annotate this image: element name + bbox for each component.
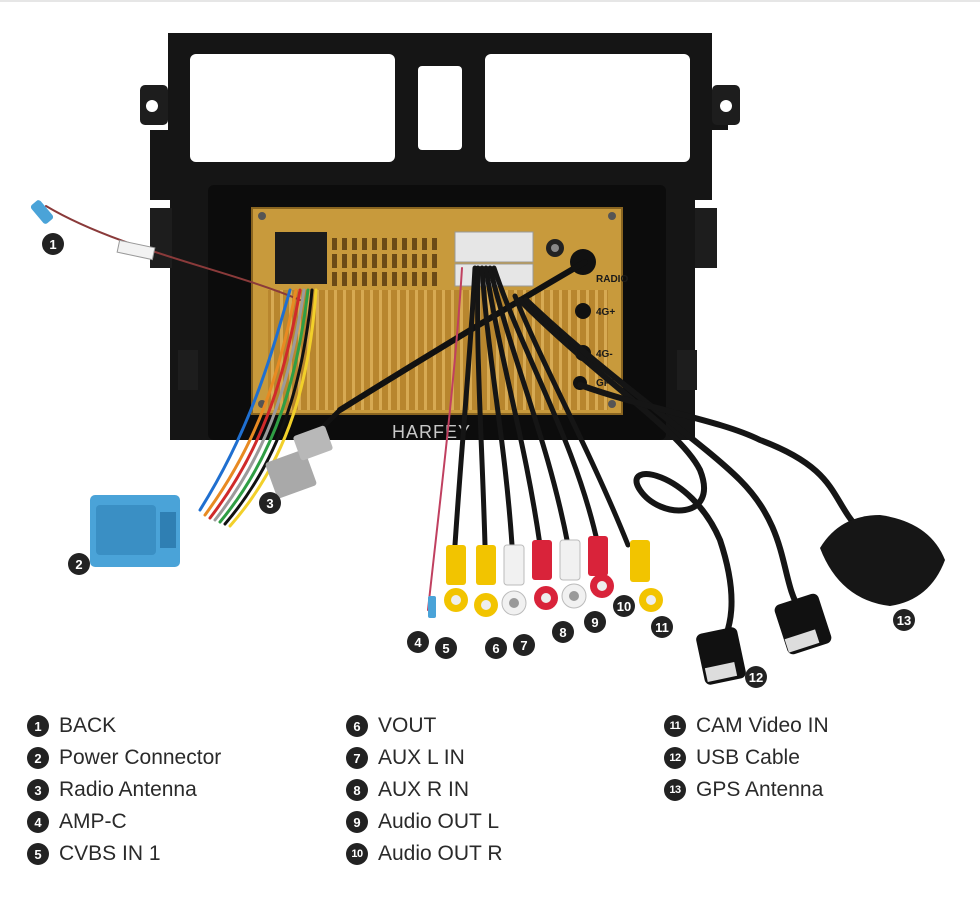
svg-text:1: 1 xyxy=(49,237,56,252)
number-badge: 7 xyxy=(346,747,368,769)
legend-label: CAM Video IN xyxy=(696,714,829,737)
legend-item: 7 AUX L IN xyxy=(346,742,503,774)
number-badge: 13 xyxy=(664,779,686,801)
power-connector xyxy=(90,495,180,567)
legend-label: AUX L IN xyxy=(378,746,465,769)
callout-13: 13 xyxy=(893,609,915,631)
callout-7: 7 xyxy=(513,634,535,656)
callout-3: 3 xyxy=(259,492,281,514)
radio-antenna-connector xyxy=(265,425,333,499)
svg-text:12: 12 xyxy=(749,670,763,685)
svg-text:6: 6 xyxy=(492,641,499,656)
svg-text:3: 3 xyxy=(266,496,273,511)
callout-2: 2 xyxy=(68,553,90,575)
legend-label: GPS Antenna xyxy=(696,778,824,801)
rca-plugs xyxy=(428,536,663,618)
callout-badges: 1 2 3 4 5 6 7 8 9 10 11 12 13 xyxy=(42,233,915,688)
legend-label: Power Connector xyxy=(59,746,222,769)
svg-text:8: 8 xyxy=(559,625,566,640)
lte2-port-label: 4G- xyxy=(596,349,613,360)
gps-port-label: GPS xyxy=(596,378,617,389)
svg-text:4: 4 xyxy=(414,635,422,650)
callout-5: 5 xyxy=(435,637,457,659)
legend-label: AMP-C xyxy=(59,810,127,833)
number-badge: 4 xyxy=(27,811,49,833)
top-divider xyxy=(0,0,980,2)
svg-text:9: 9 xyxy=(591,615,598,630)
legend-label: CVBS IN 1 xyxy=(59,842,161,865)
legend-item: 2 Power Connector xyxy=(27,742,221,774)
number-badge: 1 xyxy=(27,715,49,737)
legend-item: 10 Audio OUT R xyxy=(346,838,503,870)
number-badge: 6 xyxy=(346,715,368,737)
svg-text:10: 10 xyxy=(617,599,631,614)
legend-label: Radio Antenna xyxy=(59,778,197,801)
number-badge: 9 xyxy=(346,811,368,833)
legend-item: 1 BACK xyxy=(27,710,221,742)
legend-item: 3 Radio Antenna xyxy=(27,774,221,806)
legend-column-3: 11 CAM Video IN 12 USB Cable 13 GPS Antenna xyxy=(664,710,829,806)
number-badge: 8 xyxy=(346,779,368,801)
svg-text:11: 11 xyxy=(655,620,669,635)
wire-harness xyxy=(30,200,863,653)
legend-label: USB Cable xyxy=(696,746,800,769)
callout-11: 11 xyxy=(651,616,673,638)
callout-10: 10 xyxy=(613,595,635,617)
watermark: HARFEY xyxy=(392,422,471,442)
callout-6: 6 xyxy=(485,637,507,659)
legend-item: 4 AMP-C xyxy=(27,806,221,838)
legend-label: Audio OUT R xyxy=(378,842,503,865)
lte-port-label: 4G+ xyxy=(596,307,615,318)
callout-4: 4 xyxy=(407,631,429,653)
legend-label: Audio OUT L xyxy=(378,810,500,833)
number-badge: 12 xyxy=(664,747,686,769)
number-badge: 10 xyxy=(346,843,368,865)
legend-label: VOUT xyxy=(378,714,437,737)
legend-column-2: 6 VOUT 7 AUX L IN 8 AUX R IN 9 Audio OUT L 1… xyxy=(346,710,503,870)
legend-label: AUX R IN xyxy=(378,778,470,801)
legend-item: 8 AUX R IN xyxy=(346,774,503,806)
number-badge: 2 xyxy=(27,747,49,769)
number-badge: 11 xyxy=(664,715,686,737)
callout-1: 1 xyxy=(42,233,64,255)
radio-port-label: RADIO xyxy=(596,274,628,285)
callout-12: 12 xyxy=(745,666,767,688)
gps-antenna xyxy=(820,515,945,606)
wiring-diagram: RADIO 4G+ 4G- GPS HARFEY xyxy=(30,33,945,688)
legend-item: 12 USB Cable xyxy=(664,742,829,774)
legend-item: 11 CAM Video IN xyxy=(664,710,829,742)
svg-text:5: 5 xyxy=(442,641,449,656)
usb-connectors xyxy=(696,593,832,685)
svg-text:7: 7 xyxy=(520,638,527,653)
legend-label: BACK xyxy=(59,714,117,737)
svg-text:2: 2 xyxy=(75,557,82,572)
callout-9: 9 xyxy=(584,611,606,633)
legend-item: 13 GPS Antenna xyxy=(664,774,829,806)
number-badge: 5 xyxy=(27,843,49,865)
legend-item: 6 VOUT xyxy=(346,710,503,742)
callout-8: 8 xyxy=(552,621,574,643)
legend-item: 5 CVBS IN 1 xyxy=(27,838,221,870)
legend-item: 9 Audio OUT L xyxy=(346,806,503,838)
svg-text:13: 13 xyxy=(897,613,911,628)
number-badge: 3 xyxy=(27,779,49,801)
heatsink-back-plate: RADIO 4G+ 4G- GPS xyxy=(251,207,628,415)
